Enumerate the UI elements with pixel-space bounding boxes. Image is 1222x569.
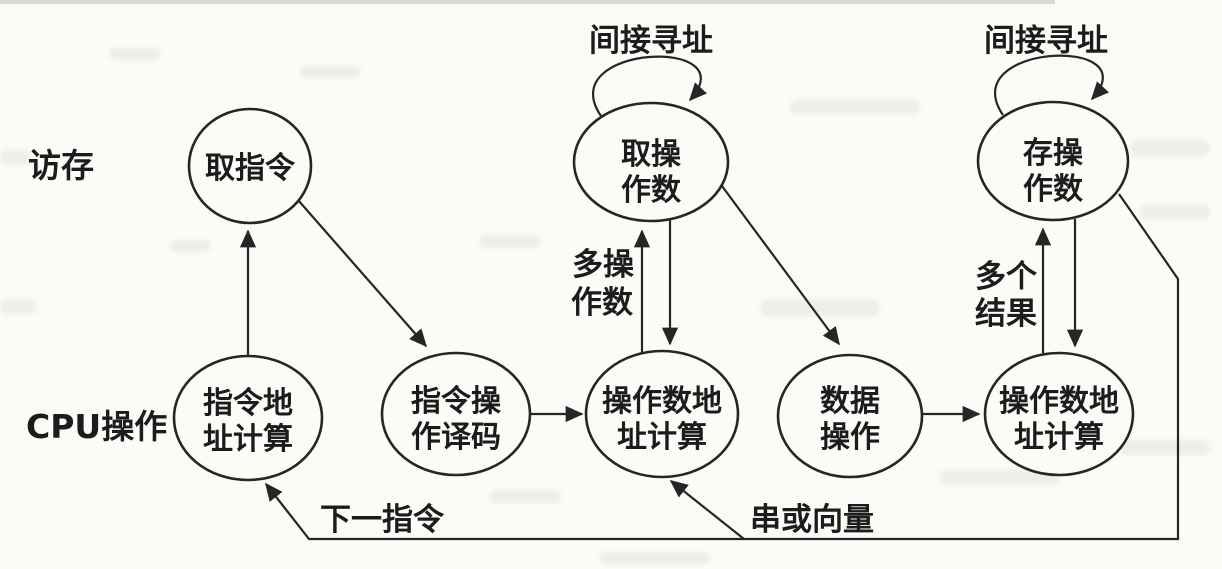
node-instruction-decode-circle	[380, 351, 532, 477]
edge-indirect-loop-store	[994, 54, 1109, 116]
label-multiple-results-line1: 多个	[975, 259, 1037, 295]
node-instruction-decode-label-line1: 指令操	[411, 384, 502, 419]
node-operand-address-calc-store-label-line1: 操作数地	[999, 384, 1119, 419]
row-label-cpu-operation: CPU操作	[26, 407, 167, 446]
node-operand-address-calc-store-circle	[983, 351, 1135, 477]
node-operand-address-calc-fetch-circle	[584, 349, 740, 479]
node-store-operand-circle	[976, 100, 1130, 222]
node-data-operation: 数据 操作	[776, 353, 924, 479]
label-next-instruction: 下一指令	[320, 502, 445, 538]
node-instruction-address-calc-circle	[172, 354, 324, 482]
node-fetch-instruction-circle	[187, 107, 313, 225]
node-fetch-operand: 取操 作数	[572, 101, 730, 223]
label-multiple-operands-line2: 作数	[571, 285, 633, 321]
node-store-operand-label-line1: 存操	[1023, 136, 1084, 171]
edge-indirect-loop-fetch	[592, 55, 707, 117]
node-fetch-operand-label-line2: 作数	[621, 173, 682, 208]
node-instruction-decode: 指令操 作译码	[380, 351, 532, 477]
node-fetch-instruction-label: 取指令	[205, 151, 296, 186]
edge-fetch-operand-to-data-op	[718, 181, 840, 346]
node-store-operand: 存操 作数	[976, 100, 1130, 222]
node-operand-address-calc-fetch: 操作数地 址计算	[584, 349, 740, 479]
node-store-operand-label-line2: 作数	[1023, 172, 1084, 207]
node-instruction-address-calc: 指令地 址计算	[172, 354, 324, 482]
label-multiple-operands-line1: 多操	[572, 247, 634, 283]
node-instruction-address-calc-label-line1: 指令地	[203, 386, 293, 421]
row-label-memory-access: 访存	[28, 146, 94, 185]
edge-string-or-vector	[669, 480, 745, 540]
node-fetch-operand-circle	[572, 101, 730, 223]
node-fetch-operand-label-line1: 取操	[621, 137, 682, 172]
label-indirect-addressing-store: 间接寻址	[984, 23, 1108, 59]
node-data-operation-circle	[776, 353, 924, 479]
label-indirect-addressing-fetch: 间接寻址	[589, 23, 713, 59]
node-operand-address-calc-fetch-label-line1: 操作数地	[602, 384, 722, 419]
node-data-operation-label-line1: 数据	[820, 384, 880, 419]
node-operand-address-calc-store-label-line2: 址计算	[1014, 420, 1104, 455]
edge-return-next-instruction	[265, 193, 1180, 541]
node-operand-address-calc-fetch-label-line2: 址计算	[617, 420, 707, 455]
node-instruction-decode-label-line2: 作译码	[411, 420, 501, 455]
node-operand-address-calc-store: 操作数地 址计算	[983, 351, 1135, 477]
label-multiple-results-line2: 结果	[975, 296, 1037, 332]
node-data-operation-label-line2: 操作	[820, 420, 880, 455]
label-string-or-vector: 串或向量	[750, 502, 874, 538]
node-fetch-instruction: 取指令	[187, 107, 313, 225]
edge-fetch-to-decode	[297, 199, 428, 348]
node-instruction-address-calc-label-line2: 址计算	[203, 422, 293, 457]
scan-artifacts	[0, 48, 1210, 564]
